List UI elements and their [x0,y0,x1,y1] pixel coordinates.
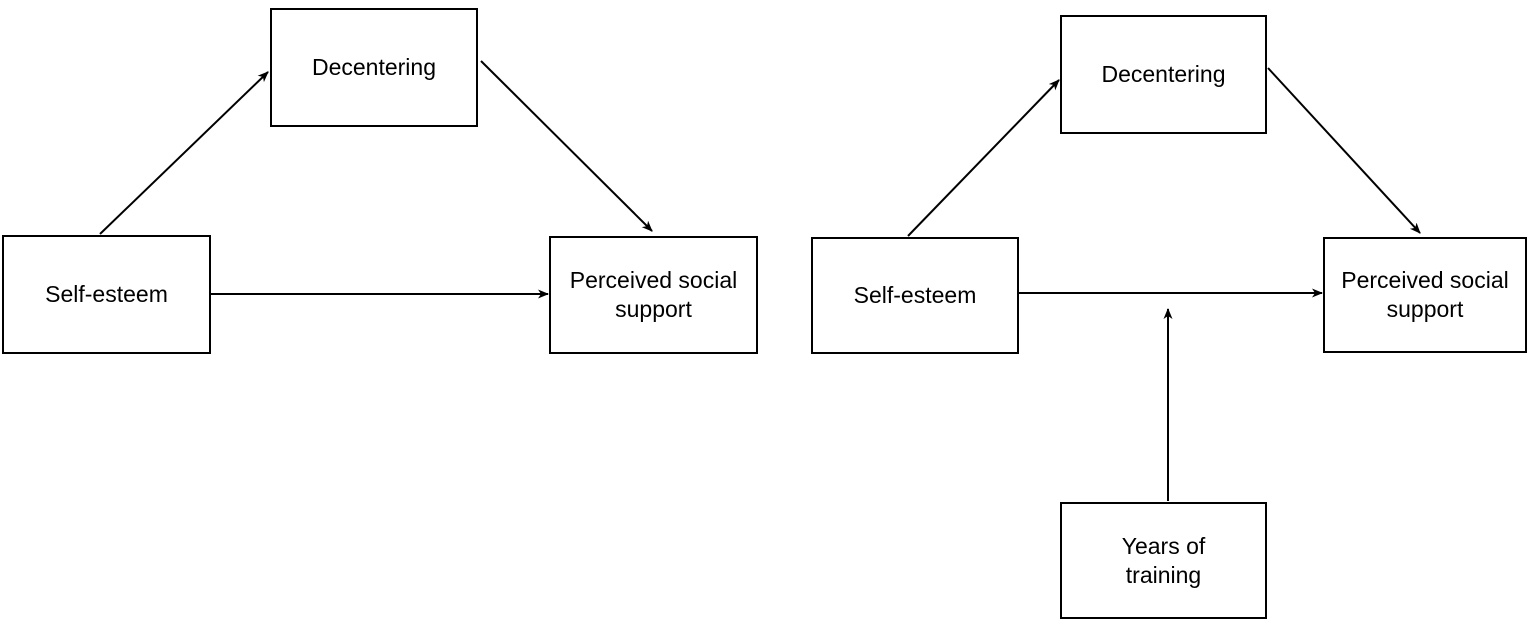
node-self-esteem-label: Self-esteem [45,281,168,308]
node-perceived-social-support-label: Perceived social support [1341,267,1509,322]
node-perceived-social-support-label: Perceived social support [569,267,738,322]
edge-decentering-to-support [480,60,653,232]
node-perceived-social-support[interactable]: Perceived social support [549,236,758,354]
node-self-esteem-label: Self-esteem [853,282,977,309]
panel-b-edges [907,67,1421,501]
node-years-of-training-label: Years of training [1121,532,1206,588]
panel-moderated-mediation-model: Decentering Self-esteem Perceived social… [790,0,1535,634]
node-self-esteem[interactable]: Self-esteem [2,235,211,354]
panel-a-edges [99,60,653,299]
node-years-of-training[interactable]: Years of training [1060,502,1267,619]
node-decentering-label: Decentering [1101,61,1226,88]
node-decentering[interactable]: Decentering [270,8,478,127]
node-perceived-social-support[interactable]: Perceived social support [1323,237,1527,353]
panel-mediation-model: Decentering Self-esteem Perceived social… [2,8,758,354]
node-decentering[interactable]: Decentering [1060,15,1267,134]
edge-selfesteem-to-decentering [907,79,1060,237]
node-decentering-label: Decentering [311,54,437,81]
edge-decentering-to-support [1267,67,1421,234]
edge-selfesteem-to-decentering [99,71,269,235]
node-self-esteem[interactable]: Self-esteem [811,237,1019,354]
